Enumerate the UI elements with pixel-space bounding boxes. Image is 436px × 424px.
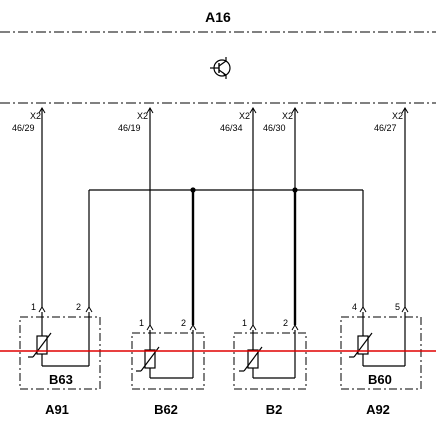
signal-wires (41, 108, 406, 325)
svg-text:5: 5 (395, 302, 400, 312)
svg-text:B60: B60 (368, 372, 392, 387)
svg-text:X2: X2 (282, 111, 293, 121)
module-a16-boundary: A16 (0, 9, 436, 104)
svg-text:X2: X2 (392, 111, 403, 121)
svg-text:1: 1 (31, 302, 36, 312)
svg-text:2: 2 (76, 302, 81, 312)
svg-text:X2: X2 (30, 111, 41, 121)
bottom-labels: A91 B62 B2 A92 (45, 402, 390, 417)
svg-text:1: 1 (139, 318, 144, 328)
connector-x2-46-30: X2 46/30 (263, 111, 293, 133)
transistor-icon (210, 57, 231, 79)
svg-text:46/29: 46/29 (12, 123, 35, 133)
connector-arrows (38, 107, 409, 114)
svg-text:X2: X2 (137, 111, 148, 121)
connector-x2-46-34: X2 46/34 (220, 111, 250, 133)
component-b62: 1 2 (131, 318, 205, 390)
junction-dots (190, 187, 298, 193)
svg-text:2: 2 (181, 318, 186, 328)
connector-x2-46-19: X2 46/19 (118, 111, 148, 133)
svg-text:46/34: 46/34 (220, 123, 243, 133)
component-b2: 1 2 (233, 318, 307, 390)
svg-text:2: 2 (283, 318, 288, 328)
svg-text:46/19: 46/19 (118, 123, 141, 133)
label-b2: B2 (266, 402, 283, 417)
label-b62: B62 (154, 402, 178, 417)
component-b60: 4 5 B60 (340, 302, 422, 390)
connector-x2-46-29: X2 46/29 (12, 111, 41, 133)
label-a91: A91 (45, 402, 69, 417)
component-a92-boundary (340, 316, 422, 390)
component-b63: 1 2 B63 (19, 302, 101, 390)
svg-text:X2: X2 (239, 111, 250, 121)
component-a91-boundary (19, 316, 101, 390)
module-title: A16 (205, 9, 231, 25)
ntc-thermistor-icon (348, 332, 373, 358)
svg-text:4: 4 (352, 302, 357, 312)
svg-text:B63: B63 (49, 372, 73, 387)
svg-text:46/27: 46/27 (374, 123, 397, 133)
svg-text:1: 1 (242, 318, 247, 328)
ntc-thermistor-icon (27, 332, 52, 358)
label-a92: A92 (366, 402, 390, 417)
return-bus (88, 189, 364, 325)
connector-x2-46-27: X2 46/27 (374, 111, 403, 133)
svg-text:46/30: 46/30 (263, 123, 286, 133)
